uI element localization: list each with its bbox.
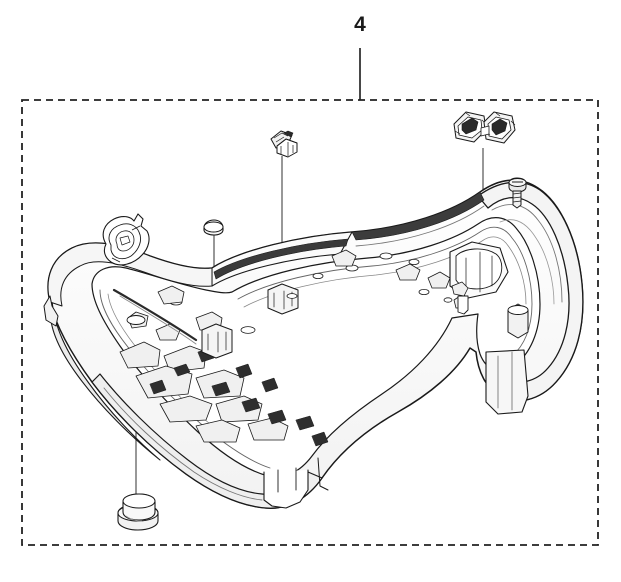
clip-center-dark-notch — [283, 130, 294, 138]
deck-mount-bracket-center — [267, 283, 299, 315]
hole-5 — [240, 326, 256, 334]
chassis-upper-left-edge-strip — [213, 238, 349, 280]
rubber-grommet-part — [117, 493, 159, 531]
tab-1 — [331, 249, 357, 267]
clip-center-back-ribs — [273, 132, 289, 143]
screw-threads — [512, 192, 522, 203]
mower-chassis-body — [43, 179, 584, 509]
tab-4 — [451, 281, 469, 297]
cap-plug-part — [203, 219, 224, 236]
clip-center-ribs — [280, 142, 294, 156]
clip-center-top-edge — [276, 138, 298, 147]
retaining-clip-pair-part — [453, 111, 516, 144]
detail-rib-1 — [119, 341, 161, 369]
grommet-barrel-top — [122, 493, 156, 509]
connector-1 — [173, 363, 191, 377]
upper-left-boss-hole — [126, 315, 146, 325]
hole-2 — [408, 258, 420, 265]
connector-5 — [295, 415, 315, 431]
hole-9 — [443, 297, 453, 303]
mid-deck-bracket — [157, 285, 185, 305]
screw-boss-hole — [507, 305, 529, 315]
chassis-front-bumper-highlight — [103, 387, 263, 501]
retaining-clip-center-part — [270, 130, 298, 158]
callout-number-label: 4 — [354, 13, 366, 36]
rear-post-detail — [457, 295, 469, 315]
tab-2 — [395, 263, 421, 281]
chassis-rear-rim-line — [355, 205, 485, 247]
chassis-bottom-center-notch — [263, 469, 309, 509]
wire-bracket-part — [102, 213, 150, 266]
hole-4 — [312, 272, 324, 279]
chassis-left-upper-band — [47, 242, 213, 307]
chassis-notch-rib-3 — [317, 457, 329, 491]
rear-mount-cradle-ribs — [465, 251, 493, 293]
hole-7 — [286, 293, 298, 299]
hole-8 — [418, 288, 430, 295]
chassis-right-rear-foot — [485, 349, 529, 415]
left-rim-dark-ridge — [112, 288, 198, 342]
wire-bracket-arm-1 — [131, 225, 141, 231]
clip-pair-link — [480, 125, 490, 137]
detail-rib-8 — [247, 417, 289, 441]
deck-mount-bracket-ribs — [207, 331, 227, 353]
chassis-left-corner-tab — [43, 295, 59, 327]
tab-3 — [427, 271, 451, 289]
detail-rib-5 — [159, 395, 213, 423]
wire-bracket-arm-2 — [111, 257, 121, 263]
screw-shank — [512, 190, 522, 209]
deck-mount-bracket-center-left — [201, 323, 233, 359]
clip-pair-left-dark — [461, 117, 479, 135]
connector-3 — [241, 397, 261, 413]
connector-2 — [211, 381, 231, 397]
hole-1 — [379, 252, 393, 260]
grommet-shade-line — [125, 515, 143, 522]
chassis-right-wing-highlight-2 — [499, 219, 555, 305]
connector-4 — [267, 409, 287, 425]
chassis-right-wing-highlight-1 — [491, 204, 563, 303]
cap-plug-top — [203, 221, 224, 233]
clip-pair-right-dark — [491, 118, 508, 136]
assembly-group-boundary — [21, 99, 599, 546]
chassis-inner-rim-line-1 — [237, 226, 533, 357]
connector-9 — [261, 377, 279, 393]
connector-8 — [235, 363, 253, 379]
screw-part — [508, 177, 527, 209]
wire-bracket-tab — [119, 235, 131, 246]
detail-rib-7 — [195, 419, 241, 443]
connector-6 — [149, 379, 167, 395]
connector-10 — [311, 431, 329, 447]
chassis-left-fender-lip — [49, 299, 161, 461]
chassis-rear-top-dark-strip — [351, 191, 485, 241]
left-rim-ridge-highlight — [119, 295, 197, 345]
